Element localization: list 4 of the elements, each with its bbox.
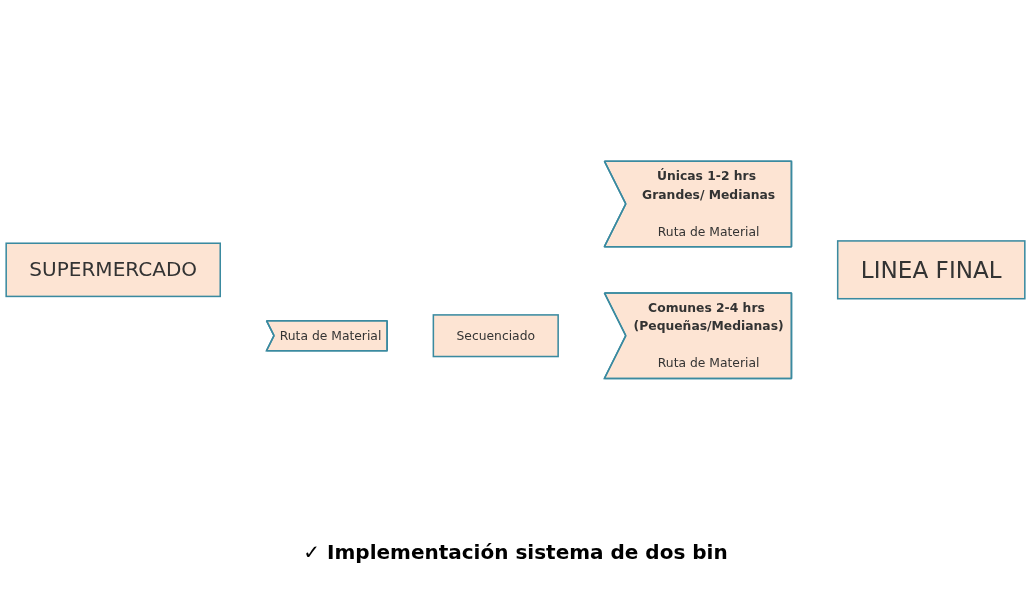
node-box: LINEA FINAL xyxy=(836,240,1026,300)
note-text: ✓ Implementación sistema de dos bin xyxy=(302,540,729,564)
node-box: Secuenciado xyxy=(432,314,559,358)
node-box: SUPERMERCADO xyxy=(5,242,221,298)
